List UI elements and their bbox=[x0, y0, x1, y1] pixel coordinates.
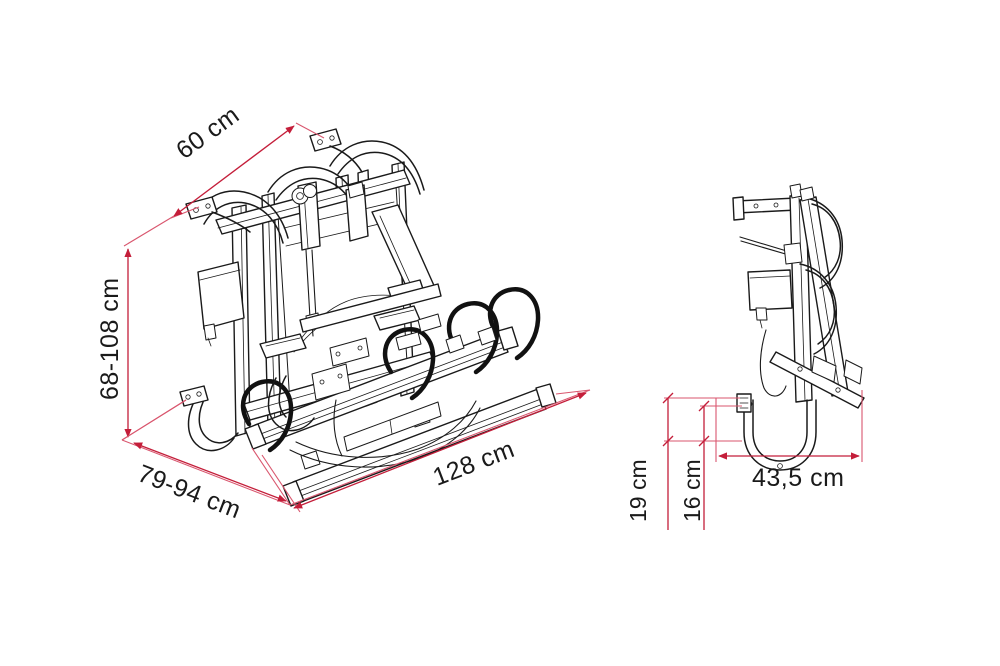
dim-43-5cm bbox=[715, 390, 863, 462]
dim-label-19cm: 19 cm bbox=[625, 459, 651, 522]
dimension-lines bbox=[121, 122, 863, 530]
side-lower-support bbox=[769, 351, 865, 409]
dim-label-60cm: 60 cm bbox=[171, 101, 245, 165]
dim-128cm bbox=[261, 389, 591, 513]
left-end-fitting bbox=[185, 196, 218, 220]
plate-holder bbox=[311, 363, 351, 401]
side-top-fitting bbox=[789, 183, 815, 202]
side-motor-box bbox=[747, 269, 793, 329]
side-hook-clamp bbox=[736, 393, 752, 413]
side-strap-loop bbox=[759, 329, 787, 397]
side-thin-handle bbox=[739, 236, 791, 253]
right-end-fitting bbox=[309, 128, 363, 173]
dim-label-43-5cm: 43,5 cm bbox=[752, 464, 844, 492]
dim-60cm bbox=[170, 122, 325, 219]
side-curved-bars bbox=[799, 197, 844, 355]
dim-label-79-94cm: 79-94 cm bbox=[134, 459, 245, 524]
dim-label-16cm: 16 cm bbox=[679, 459, 705, 522]
dim-79-94cm bbox=[121, 399, 291, 506]
rear-brackets bbox=[395, 313, 442, 351]
side-view-group bbox=[732, 183, 865, 471]
wheel-straps bbox=[240, 287, 541, 453]
dim-16cm bbox=[698, 400, 742, 530]
dim-label-68-108cm: 68-108 cm bbox=[96, 277, 124, 400]
side-j-hook-rail bbox=[743, 399, 817, 471]
right-strut-group bbox=[345, 181, 437, 300]
motor-housing bbox=[197, 261, 245, 347]
mid-cross-member bbox=[299, 283, 442, 367]
